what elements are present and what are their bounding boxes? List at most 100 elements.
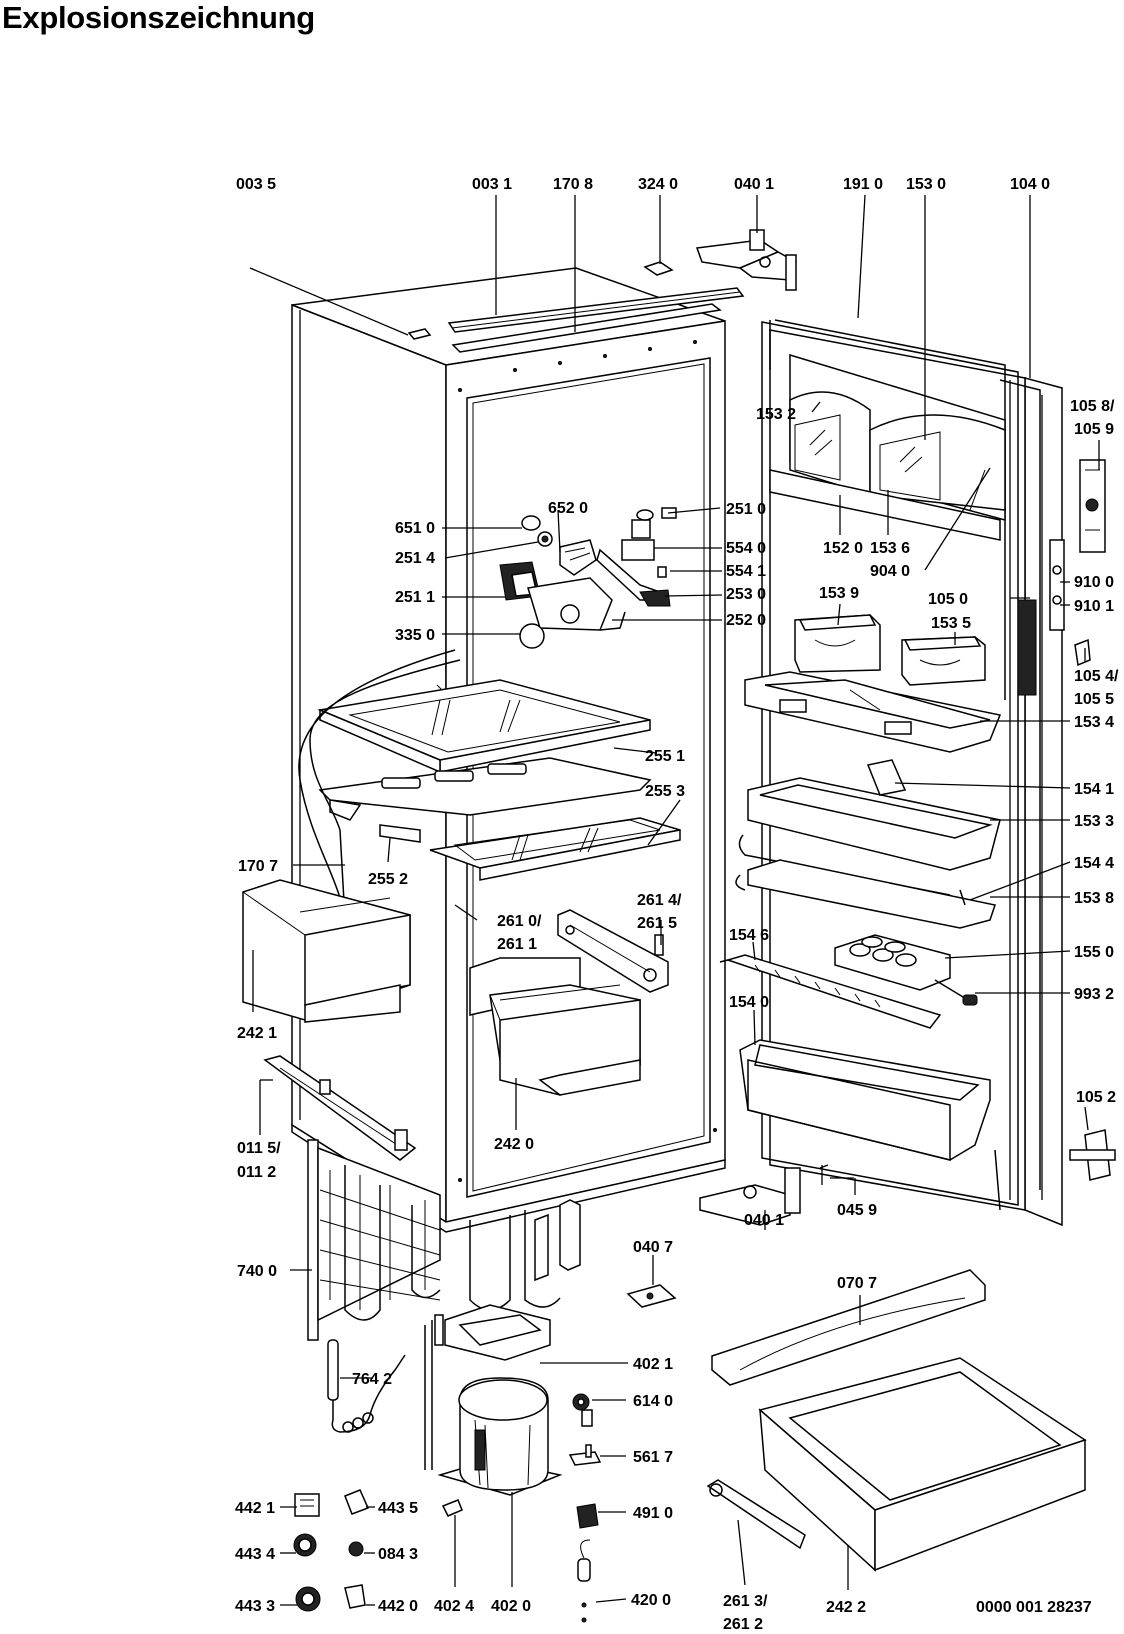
- door-tray-153-4: [744, 671, 1002, 753]
- label-105-8: 105 8/: [1070, 398, 1115, 415]
- label-652-0: 652 0: [548, 500, 588, 517]
- label-153-0: 153 0: [906, 176, 946, 193]
- label-764-2: 764 2: [352, 1371, 392, 1388]
- label-154-6: 154 6: [729, 927, 769, 944]
- label-040-1-bottom: 040 1: [744, 1212, 784, 1229]
- crisper-large: [469, 957, 641, 1096]
- bottom-hinge-part: [699, 1164, 829, 1226]
- butter-compartment: [769, 353, 1006, 541]
- label-003-1: 003 1: [472, 176, 512, 193]
- door-right-side-parts: [1017, 459, 1116, 1181]
- label-040-7: 040 7: [633, 1239, 673, 1256]
- kick-plate: [711, 1269, 986, 1386]
- top-hinge-part: [695, 229, 797, 291]
- label-154-1: 154 1: [1074, 781, 1114, 798]
- cabinet-screws: [458, 340, 717, 1182]
- label-242-0: 242 0: [494, 1136, 534, 1153]
- light-thermostat-assembly: [499, 507, 677, 649]
- label-904-0: 904 0: [870, 563, 910, 580]
- label-251-0: 251 0: [726, 501, 766, 518]
- label-910-1: 910 1: [1074, 598, 1114, 615]
- label-105-2: 105 2: [1076, 1089, 1116, 1106]
- label-252-0: 252 0: [726, 612, 766, 629]
- label-170-7: 170 7: [238, 858, 278, 875]
- door-bin-153-3: [738, 777, 1001, 896]
- label-993-2: 993 2: [1074, 986, 1114, 1003]
- drawing-number: 0000 001 28237: [976, 1599, 1092, 1616]
- door-bin-154-0: [739, 1039, 991, 1161]
- glass-shelf-lower: [318, 757, 681, 881]
- label-443-4: 443 4: [235, 1546, 275, 1563]
- label-104-0: 104 0: [1010, 176, 1050, 193]
- label-261-1: 261 1: [497, 936, 537, 953]
- label-045-9: 045 9: [837, 1202, 877, 1219]
- compressor: [424, 1304, 563, 1496]
- sensor-cable-part: [934, 979, 969, 1001]
- label-153-2: 153 2: [756, 406, 796, 423]
- label-242-1: 242 1: [237, 1025, 277, 1042]
- label-152-0: 152 0: [823, 540, 863, 557]
- drawer-large: [758, 1357, 1087, 1572]
- label-105-0: 105 0: [928, 591, 968, 608]
- capillary-tube: [327, 1339, 406, 1433]
- label-335-0: 335 0: [395, 627, 435, 644]
- label-153-4: 153 4: [1074, 714, 1114, 731]
- label-155-0: 155 0: [1074, 944, 1114, 961]
- label-442-1: 442 1: [235, 1500, 275, 1517]
- egg-tray: [834, 934, 951, 991]
- clip-154-1: [866, 759, 907, 796]
- label-443-5: 443 5: [378, 1500, 418, 1517]
- label-261-5: 261 5: [637, 915, 677, 932]
- label-255-1: 255 1: [645, 748, 685, 765]
- label-153-8: 153 8: [1074, 890, 1114, 907]
- label-242-2: 242 2: [826, 1599, 866, 1616]
- label-105-4: 105 4/: [1074, 668, 1119, 685]
- label-011-5: 011 5/: [237, 1140, 281, 1157]
- door-bin-small-right: [901, 636, 986, 686]
- label-910-0: 910 0: [1074, 574, 1114, 591]
- label-040-1-top: 040 1: [734, 176, 774, 193]
- label-402-4: 402 4: [434, 1598, 474, 1615]
- label-255-3: 255 3: [645, 783, 685, 800]
- part-labels: 003 5 003 1 170 8 324 0 040 1 191 0 153 …: [235, 176, 1119, 1633]
- label-105-9: 105 9: [1074, 421, 1114, 438]
- door-gasket-part: [769, 319, 1006, 700]
- sensor-part: [962, 994, 978, 1006]
- door-bin-small-left: [794, 614, 881, 673]
- label-251-4: 251 4: [395, 550, 435, 567]
- label-491-0: 491 0: [633, 1505, 673, 1522]
- label-261-3: 261 3/: [723, 1593, 768, 1610]
- label-153-6: 153 6: [870, 540, 910, 557]
- label-154-0: 154 0: [729, 994, 769, 1011]
- label-154-4: 154 4: [1074, 855, 1114, 872]
- door-bar-154-6: [719, 954, 942, 1029]
- label-003-5: 003 5: [236, 176, 276, 193]
- crisper-small: [242, 879, 411, 1023]
- drawer-rail-lower: [706, 1479, 806, 1550]
- label-153-3: 153 3: [1074, 813, 1114, 830]
- electrical-small-parts: [293, 1393, 602, 1623]
- label-261-0: 261 0/: [497, 913, 542, 930]
- label-153-5: 153 5: [931, 615, 971, 632]
- label-740-0: 740 0: [237, 1263, 277, 1280]
- door-bin-153-8: [735, 859, 996, 929]
- label-561-7: 561 7: [633, 1449, 673, 1466]
- label-153-9: 153 9: [819, 585, 859, 602]
- label-191-0: 191 0: [843, 176, 883, 193]
- label-402-1: 402 1: [633, 1356, 673, 1373]
- glass-shelf-upper: [317, 679, 651, 774]
- condenser-coil: [307, 1139, 581, 1341]
- label-442-0: 442 0: [378, 1598, 418, 1615]
- top-strip-part: [407, 261, 745, 353]
- leader-lines: [249, 194, 1100, 1606]
- label-554-1: 554 1: [726, 563, 766, 580]
- label-261-2: 261 2: [723, 1616, 763, 1633]
- label-011-2: 011 2: [237, 1164, 276, 1181]
- label-420-0: 420 0: [631, 1592, 671, 1609]
- label-554-0: 554 0: [726, 540, 766, 557]
- label-651-0: 651 0: [395, 520, 435, 537]
- label-253-0: 253 0: [726, 586, 766, 603]
- label-084-3: 084 3: [378, 1546, 418, 1563]
- drawer-rail: [557, 909, 669, 993]
